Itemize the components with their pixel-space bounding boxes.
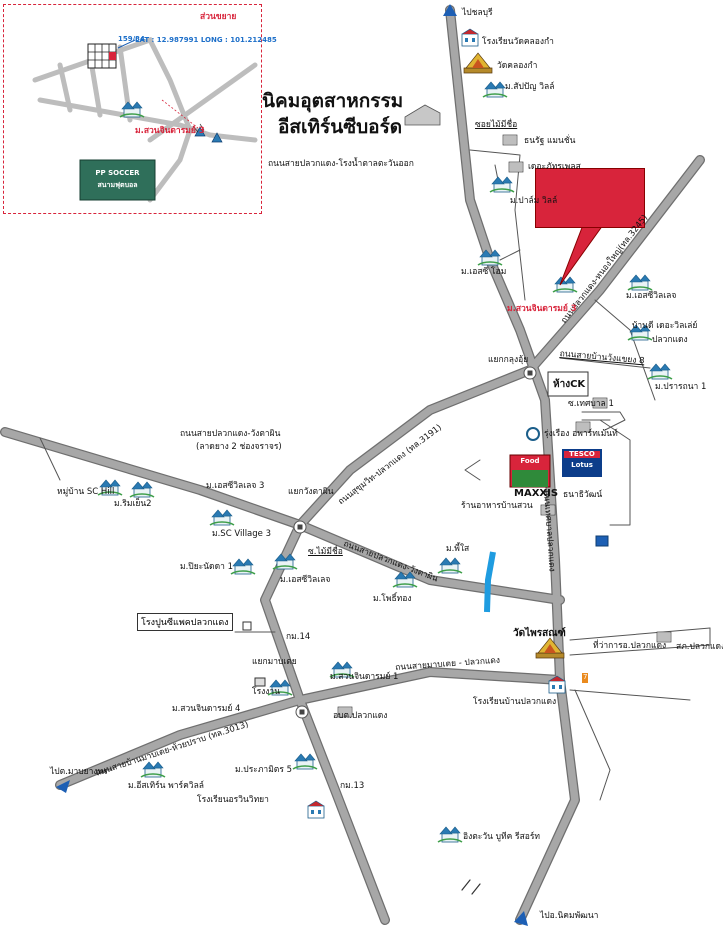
place-school-klongkam: โรงเรียนวัดคลองกำ	[482, 37, 554, 47]
junction-wangtaphin: แยกวังตาผิน	[288, 487, 334, 497]
place-school-orawin: โรงเรียนอรวินวิทยา	[197, 795, 269, 805]
place-soi-maimeechue: ซ.ไม้มีชื่อ	[308, 547, 343, 557]
place-phothong: ม.โพธิ์ทอง	[373, 594, 412, 604]
place-sc-village3: ม.เอสซีวิลเลจ 3	[206, 481, 265, 491]
factory-icon	[242, 104, 441, 687]
place-piya: ม.ปิยะนัดดา 1	[180, 562, 233, 572]
place-suan3: ม.สวนจินดารมย์ 3	[507, 304, 577, 314]
place-s-home: ม.เอสซี โฮม	[461, 267, 507, 277]
place-factory: โรงงาน	[252, 687, 281, 697]
place-tesco: TESCO	[569, 450, 595, 458]
inset-village-label: ม.สวนจินดารมย์ 3	[135, 126, 205, 136]
place-phu: ม.พี้ใส	[446, 544, 470, 554]
place-ban-suan: ร้านอาหารบ้านสวน	[461, 501, 533, 511]
place-msc-village3: ม.SC Village 3	[212, 529, 271, 539]
junction-maptaphut: แยกมาบเตย	[252, 657, 297, 667]
place-prapamit: ม.ประภามิตร 5	[235, 765, 293, 775]
place-maxxis: MAXXIS	[514, 488, 559, 499]
place-km13: กม.13	[340, 781, 365, 791]
place-sc-village-b: ม.เอสซีวิลเลจ	[280, 575, 331, 585]
place-ck: ห้างCK	[553, 379, 586, 390]
place-school-pluak: โรงเรียนบ้านปลวกแดง	[473, 697, 557, 707]
shop-icon	[509, 371, 609, 683]
direction-west: ไปต.มาบยางพร	[50, 767, 108, 777]
estate-title-line1: นิคมอุตสาหกรรม	[262, 90, 404, 112]
road-network	[0, 5, 711, 925]
place-rimyen: ม.ริมเย็น2	[114, 499, 152, 509]
place-food: Food	[520, 457, 540, 465]
place-bandi-2: ปลวกแดง	[652, 335, 688, 345]
place-eastern-park: ม.อีสเทิร์น พาร์ควิลล์	[128, 781, 205, 791]
inset-plot-number: 159/34	[118, 35, 145, 43]
direction-south: ไปอ.นิคมพัฒนา	[540, 911, 599, 921]
place-suan1: ม.สวนจินดารมย์ 1	[330, 672, 399, 682]
place-prathana: ม.ปรารถนา 1	[655, 382, 707, 392]
canal	[484, 551, 496, 613]
place-seven: 7	[583, 673, 588, 681]
place-saphan-villa: ม.สัปปัญ วิลล์	[505, 82, 555, 92]
place-palm-villa: ม.ปาล์ม วิลล์	[510, 196, 558, 206]
inset-title: ส่วนขยาย	[200, 12, 237, 22]
place-thanarat: ธนรัฐ แมนชั่น	[524, 136, 576, 146]
place-soi-tesaban: ซ.เทศบาล 1	[568, 399, 614, 409]
place-rungrueang: รุ่งเรือง อพาร์ทเม้นท์	[544, 429, 618, 439]
road-label-r6: (ลาดยาง 2 ช่องจราจร)	[196, 442, 282, 452]
target-callout	[535, 168, 645, 228]
inset-coordinates: LAT : 12.987991 LONG : 101.212485	[135, 36, 277, 44]
soccer-field	[79, 159, 156, 201]
soccer-field-line1: PP SOCCER	[95, 169, 140, 177]
place-suan4: ม.สวนจินดารมย์ 4	[172, 704, 241, 714]
direction-arrow-icon	[56, 4, 528, 926]
estate-title-line2: อีสเทิร์นซีบอร์ด	[278, 116, 403, 138]
road-label-r1: ถนนสายปลวกแดง-โรงน้ำตาลตะวันออก	[268, 159, 414, 169]
place-bandi-1: บ้านดี เดอะวิลเล่ย์	[632, 321, 698, 331]
place-km14: กม.14	[286, 632, 311, 642]
place-wat: วัดไพรสณฑ์	[513, 628, 566, 639]
inset-frame	[3, 4, 262, 214]
place-obt: อบต.ปลวกแดง	[333, 711, 388, 721]
place-district: ที่ว่าการอ.ปลวกแดง	[593, 641, 667, 651]
place-ingtawan: อิงตะวัน บูทีค รีสอร์ท	[463, 832, 541, 842]
place-thanawan: ธนาธิวัฒน์	[563, 490, 603, 500]
road-label-r2: ซอยไม้มีชื่อ	[475, 120, 518, 130]
place-sc-village: ม.เอสซีวิลเลจ	[626, 291, 677, 301]
place-deputy: เดอะภัทรเพลส	[528, 162, 581, 172]
road-label-r5: ถนนสายปลวกแดง-วังตาผิน	[180, 429, 281, 439]
place-police: สภ.ปลวกแดง	[676, 642, 723, 652]
place-lotus: Lotus	[571, 461, 593, 469]
place-sc-hill: หมู่บ้าน SC Hill	[57, 487, 115, 497]
soccer-field-line2: สนามฟุตบอล	[97, 181, 138, 189]
direction-north: ไปชลบุรี	[462, 8, 493, 18]
place-cement: โรงปูนซีแพคปลวกแดง	[137, 613, 233, 631]
junction-klunguy: แยกกลุงอุ้ย	[488, 355, 529, 365]
place-wat-klongkam: วัดคลองกำ	[497, 61, 538, 71]
